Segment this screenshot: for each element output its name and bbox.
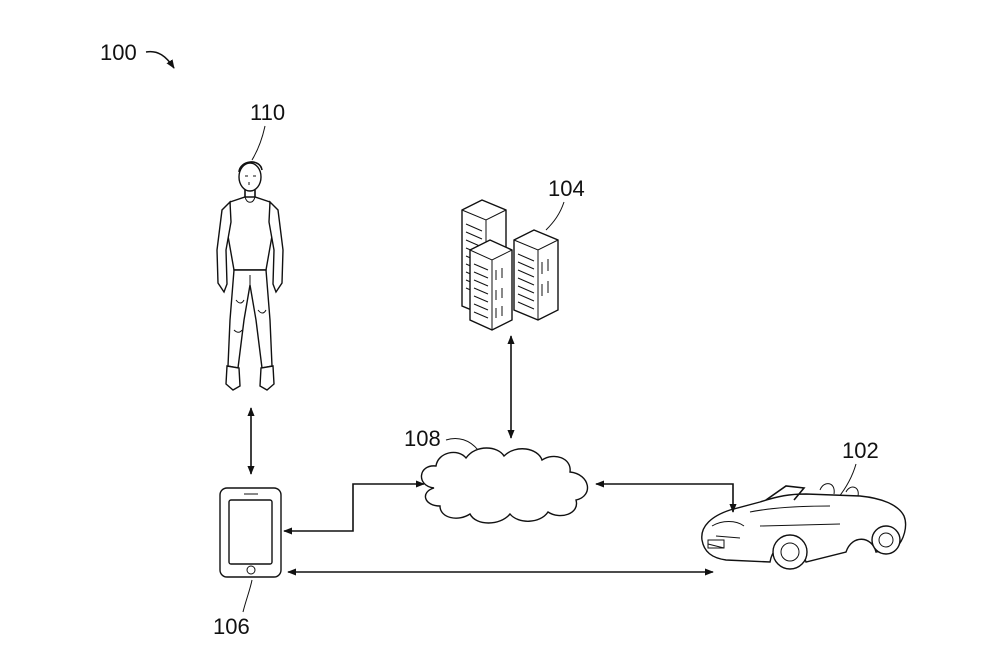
ref-servers-label: 104 bbox=[548, 176, 585, 201]
ref-user-leader bbox=[251, 125, 266, 161]
ref-network-label: 108 bbox=[404, 426, 441, 451]
convertible-car-icon bbox=[701, 483, 907, 570]
ref-system-label: 100 bbox=[100, 40, 137, 65]
ref-vehicle-label: 102 bbox=[842, 438, 879, 463]
ref-user-label: 110 bbox=[250, 100, 285, 125]
ref-servers-leader bbox=[545, 201, 565, 231]
ref-device-label: 106 bbox=[213, 614, 250, 639]
ref-vehicle-leader bbox=[837, 463, 857, 499]
person-icon bbox=[216, 161, 284, 391]
server-rack-icon bbox=[461, 199, 559, 331]
ref-system-arrow bbox=[145, 50, 175, 69]
cloud-icon bbox=[420, 447, 588, 524]
tablet-icon bbox=[219, 487, 282, 578]
link-network-vehicle bbox=[595, 480, 737, 513]
ref-network-leader bbox=[445, 437, 479, 451]
link-device-network bbox=[283, 480, 425, 535]
ref-device-leader bbox=[242, 579, 253, 613]
